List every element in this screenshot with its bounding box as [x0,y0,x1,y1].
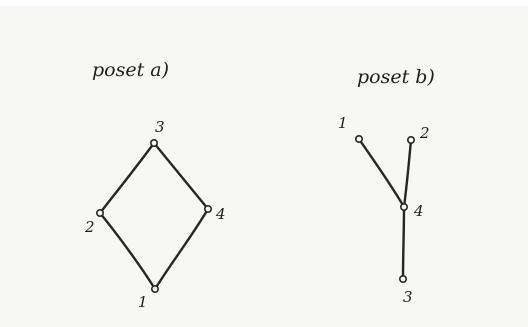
poset-a-label-1: 1 [138,293,148,311]
poset-b-label-1: 1 [338,114,348,132]
poset-a-label-3: 3 [155,118,165,136]
poset-a-node-2 [96,209,105,218]
paper-top-edge [0,0,528,6]
poset-b-node-2 [406,136,415,145]
poset-b-node-3 [398,274,407,283]
poset-b-edge-4-1 [357,137,406,209]
poset-b-label-4: 4 [413,202,424,220]
poset-a-edge-1-4 [153,207,210,291]
poset-b-title: poset b) [357,66,435,88]
poset-b: poset b) 1 2 4 3 [338,66,435,306]
poset-a-label-4: 4 [215,205,226,223]
poset-a-edge-4-3 [152,141,210,211]
poset-a-node-3 [150,139,159,148]
poset-a-title: poset a) [92,59,169,81]
poset-a-edge-1-2 [98,211,157,291]
poset-b-node-1 [354,135,363,144]
poset-a-edge-2-3 [98,141,156,215]
poset-a-node-4 [204,205,213,214]
poset-b-label-3: 3 [403,288,413,306]
poset-b-node-4 [399,203,408,212]
poset-a-label-2: 2 [84,218,95,236]
poset-b-label-2: 2 [419,124,430,142]
poset-a: poset a) 3 2 4 1 [84,59,226,311]
poset-a-node-1 [151,284,160,293]
poset-b-edge-4-2 [402,138,413,209]
poset-b-edge-3-4 [401,205,406,281]
